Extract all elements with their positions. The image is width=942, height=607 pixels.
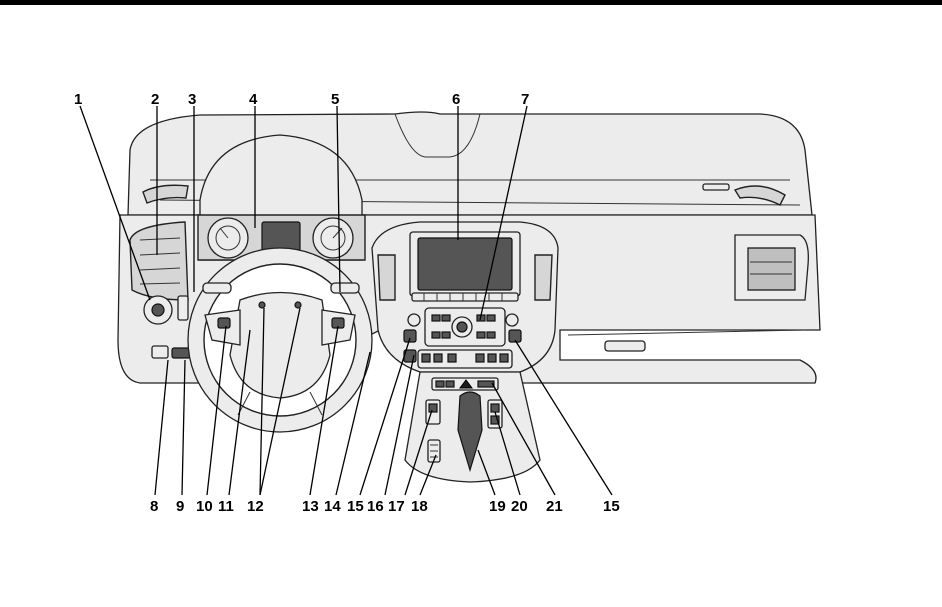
callout-8: 8 (150, 498, 158, 515)
left-vent (130, 222, 188, 300)
callout-4: 4 (249, 91, 258, 108)
callout-9: 9 (176, 498, 184, 515)
callouts-top: 1 2 3 4 5 6 7 (74, 91, 529, 108)
callout-2: 2 (151, 91, 159, 108)
callout-19: 19 (489, 498, 506, 515)
callout-14: 14 (324, 498, 341, 515)
callout-15b: 15 (603, 498, 620, 515)
floor-console (405, 372, 540, 482)
callout-15: 15 (347, 498, 364, 515)
callout-16: 16 (367, 498, 384, 515)
callout-13: 13 (302, 498, 319, 515)
center-stack (372, 222, 558, 372)
callout-18: 18 (411, 498, 428, 515)
exterior-lamp-control (144, 296, 188, 324)
callout-1: 1 (74, 91, 82, 108)
callout-6: 6 (452, 91, 460, 108)
callout-21: 21 (546, 498, 563, 515)
callout-3: 3 (188, 91, 196, 108)
callout-10: 10 (196, 498, 213, 515)
callouts-bottom: 8 9 10 11 12 13 14 15 16 17 18 19 20 21 … (150, 498, 620, 515)
callout-7: 7 (521, 91, 529, 108)
callout-12: 12 (247, 498, 264, 515)
callout-5: 5 (331, 91, 339, 108)
callout-20: 20 (511, 498, 528, 515)
callout-17: 17 (388, 498, 405, 515)
callout-11: 11 (218, 498, 234, 515)
